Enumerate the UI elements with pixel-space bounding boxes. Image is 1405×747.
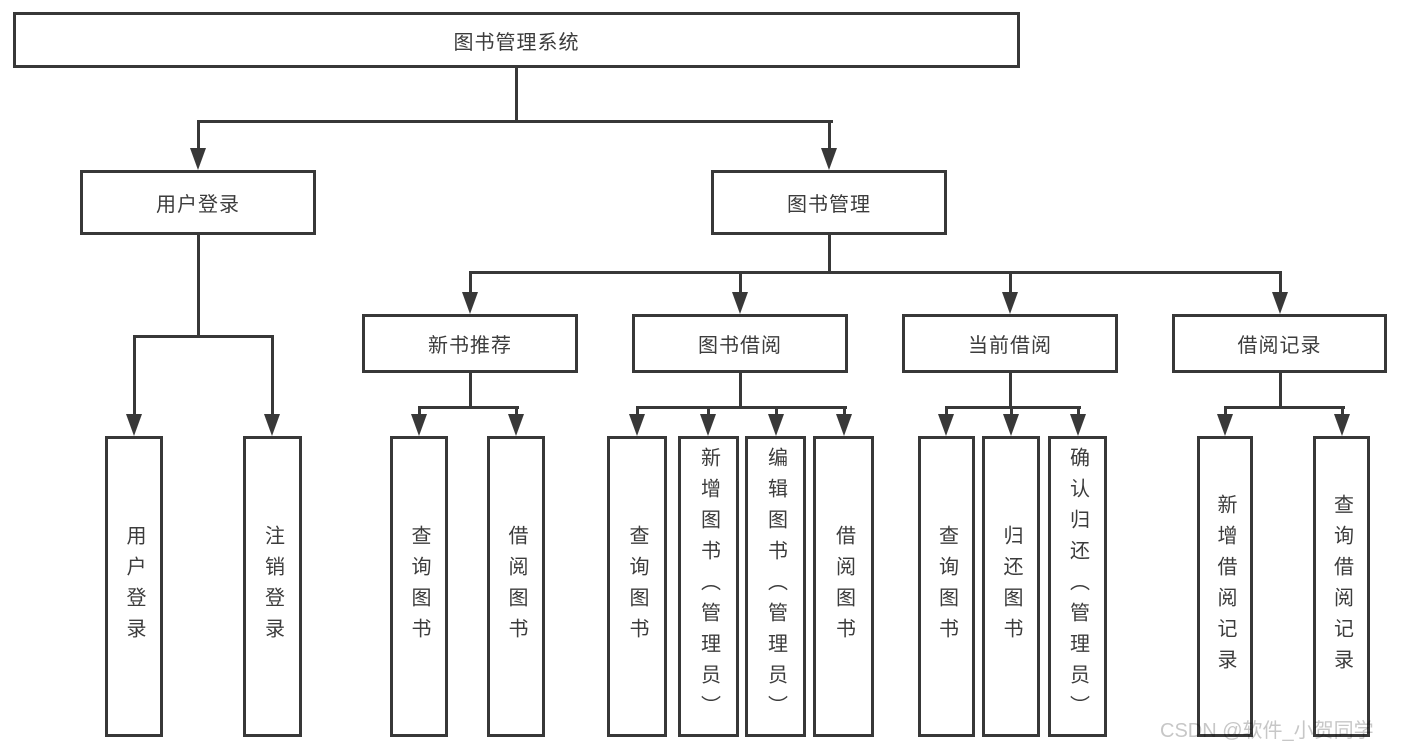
connector (828, 235, 831, 273)
arrow-down-icon (190, 148, 206, 170)
leaf-br-query-record-label: 查询借阅记录 (1330, 493, 1353, 680)
arrow-down-icon (938, 414, 954, 436)
connector (1279, 373, 1282, 408)
leaf-cb-return-book: 归还图书 (982, 436, 1040, 737)
arrow-down-icon (1334, 414, 1350, 436)
node-user-login: 用户登录 (80, 170, 316, 235)
connector (945, 406, 948, 416)
node-book-borrow: 图书借阅 (632, 314, 848, 373)
node-book-management: 图书管理 (711, 170, 947, 235)
node-user-login-label: 用户登录 (156, 194, 240, 216)
connector (1077, 406, 1080, 416)
connector (1010, 406, 1013, 416)
leaf-bb-query-book: 查询图书 (607, 436, 667, 737)
node-current-borrow-label: 当前借阅 (968, 335, 1052, 357)
leaf-bb-borrow-book-label: 借阅图书 (832, 524, 855, 649)
connector (707, 406, 710, 416)
connector (197, 120, 200, 150)
leaf-bb-query-book-label: 查询图书 (626, 524, 648, 649)
connector (636, 406, 639, 416)
leaf-nb-borrow-book-label: 借阅图书 (505, 524, 527, 649)
arrow-down-icon (126, 414, 142, 436)
leaf-cb-query-book-label: 查询图书 (935, 524, 958, 649)
connector (418, 406, 421, 416)
leaf-logout: 注销登录 (243, 436, 302, 737)
connector (1009, 373, 1012, 408)
arrow-down-icon (700, 414, 716, 436)
node-book-management-label: 图书管理 (787, 194, 871, 216)
node-current-borrow: 当前借阅 (902, 314, 1118, 373)
leaf-user-login-label: 用户登录 (123, 524, 145, 649)
arrow-down-icon (629, 414, 645, 436)
leaf-nb-query-book-label: 查询图书 (408, 524, 430, 649)
leaf-logout-label: 注销登录 (261, 524, 284, 649)
connector (739, 271, 742, 293)
connector (1341, 406, 1344, 416)
node-borrow-record: 借阅记录 (1172, 314, 1387, 373)
connector (469, 373, 472, 408)
connector (1279, 271, 1282, 293)
root-node: 图书管理系统 (13, 12, 1020, 68)
node-book-borrow-label: 图书借阅 (698, 335, 782, 357)
arrow-down-icon (1002, 292, 1018, 314)
arrow-down-icon (462, 292, 478, 314)
node-new-book-recommend: 新书推荐 (362, 314, 578, 373)
arrow-down-icon (1003, 414, 1019, 436)
leaf-bb-borrow-book: 借阅图书 (813, 436, 874, 737)
arrow-down-icon (411, 414, 427, 436)
root-node-label: 图书管理系统 (453, 31, 580, 54)
connector (843, 406, 846, 416)
connector (739, 373, 742, 408)
arrow-down-icon (508, 414, 524, 436)
leaf-user-login: 用户登录 (105, 436, 163, 737)
connector (636, 406, 847, 409)
leaf-nb-borrow-book: 借阅图书 (487, 436, 545, 737)
connector (775, 406, 778, 416)
leaf-nb-query-book: 查询图书 (390, 436, 448, 737)
connector (828, 120, 831, 150)
arrow-down-icon (1272, 292, 1288, 314)
arrow-down-icon (732, 292, 748, 314)
connector (1224, 406, 1227, 416)
leaf-cb-return-book-label: 归还图书 (1000, 524, 1022, 649)
connector (197, 235, 200, 337)
leaf-br-add-record: 新增借阅记录 (1197, 436, 1253, 737)
leaf-bb-edit-book-admin-label: 编辑图书（管理员） (764, 447, 787, 726)
connector (945, 406, 1081, 409)
connector (1224, 406, 1345, 409)
leaf-cb-confirm-return-admin: 确认归还（管理员） (1048, 436, 1107, 737)
leaf-br-add-record-label: 新增借阅记录 (1214, 493, 1236, 680)
leaf-cb-query-book: 查询图书 (918, 436, 975, 737)
leaf-cb-confirm-return-admin-label: 确认归还（管理员） (1066, 447, 1089, 726)
csdn-watermark: CSDN @软件_小贺同学 (1160, 720, 1374, 742)
leaf-br-query-record: 查询借阅记录 (1313, 436, 1370, 737)
arrow-down-icon (821, 148, 837, 170)
arrow-down-icon (1217, 414, 1233, 436)
connector (133, 335, 274, 338)
node-borrow-record-label: 借阅记录 (1237, 335, 1322, 357)
connector (469, 271, 1282, 274)
node-new-book-recommend-label: 新书推荐 (428, 335, 512, 357)
arrow-down-icon (768, 414, 784, 436)
connector (271, 335, 274, 415)
arrow-down-icon (1070, 414, 1086, 436)
connector (133, 335, 136, 415)
leaf-bb-add-book-admin: 新增图书（管理员） (678, 436, 739, 737)
arrow-down-icon (264, 414, 280, 436)
arrow-down-icon (836, 414, 852, 436)
connector (515, 68, 518, 122)
connector (197, 120, 833, 123)
connector (1009, 271, 1012, 293)
leaf-bb-edit-book-admin: 编辑图书（管理员） (745, 436, 806, 737)
connector (418, 406, 519, 409)
connector (515, 406, 518, 416)
leaf-bb-add-book-admin-label: 新增图书（管理员） (697, 447, 720, 726)
connector (469, 271, 472, 293)
